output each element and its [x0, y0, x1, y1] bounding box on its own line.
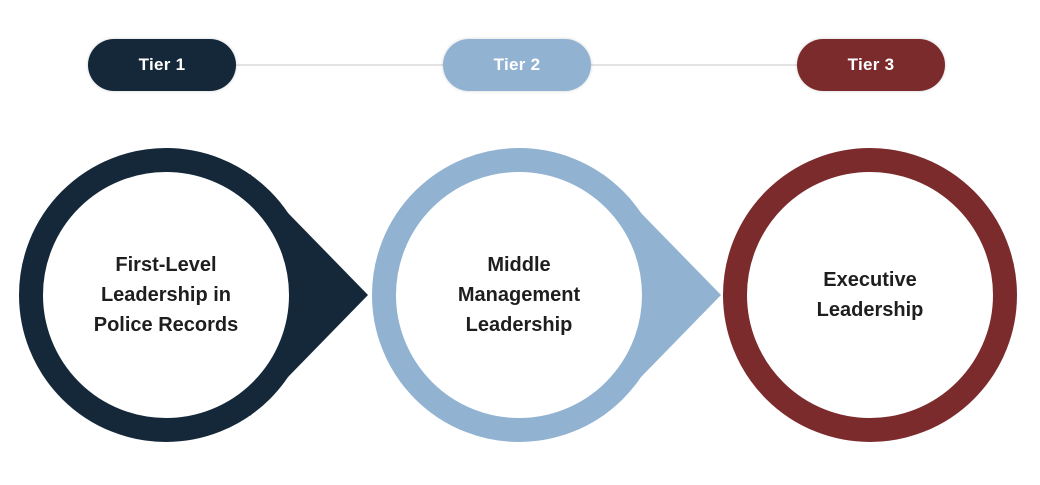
tier-2-pill-label: Tier 2: [493, 55, 541, 74]
tier-3-pill: Tier 3: [797, 39, 945, 91]
tier-1-shape: [19, 148, 368, 442]
tier-1-circle: First-Level Leadership in Police Records: [19, 148, 374, 442]
tier-3-pill-label: Tier 3: [847, 55, 895, 74]
tier-1-pill: Tier 1: [88, 39, 236, 91]
tier-2-pill: Tier 2: [443, 39, 591, 91]
tier-3-shape: [723, 148, 1017, 442]
tier-3-circle: Executive Leadership: [723, 148, 1017, 442]
circle-ring: [372, 148, 666, 442]
tier-1-pill-label: Tier 1: [138, 55, 186, 74]
tier-2-circle: Middle Management Leadership: [372, 148, 727, 442]
circle-ring: [723, 148, 1017, 442]
circle-ring: [19, 148, 313, 442]
tier-2-shape: [372, 148, 721, 442]
